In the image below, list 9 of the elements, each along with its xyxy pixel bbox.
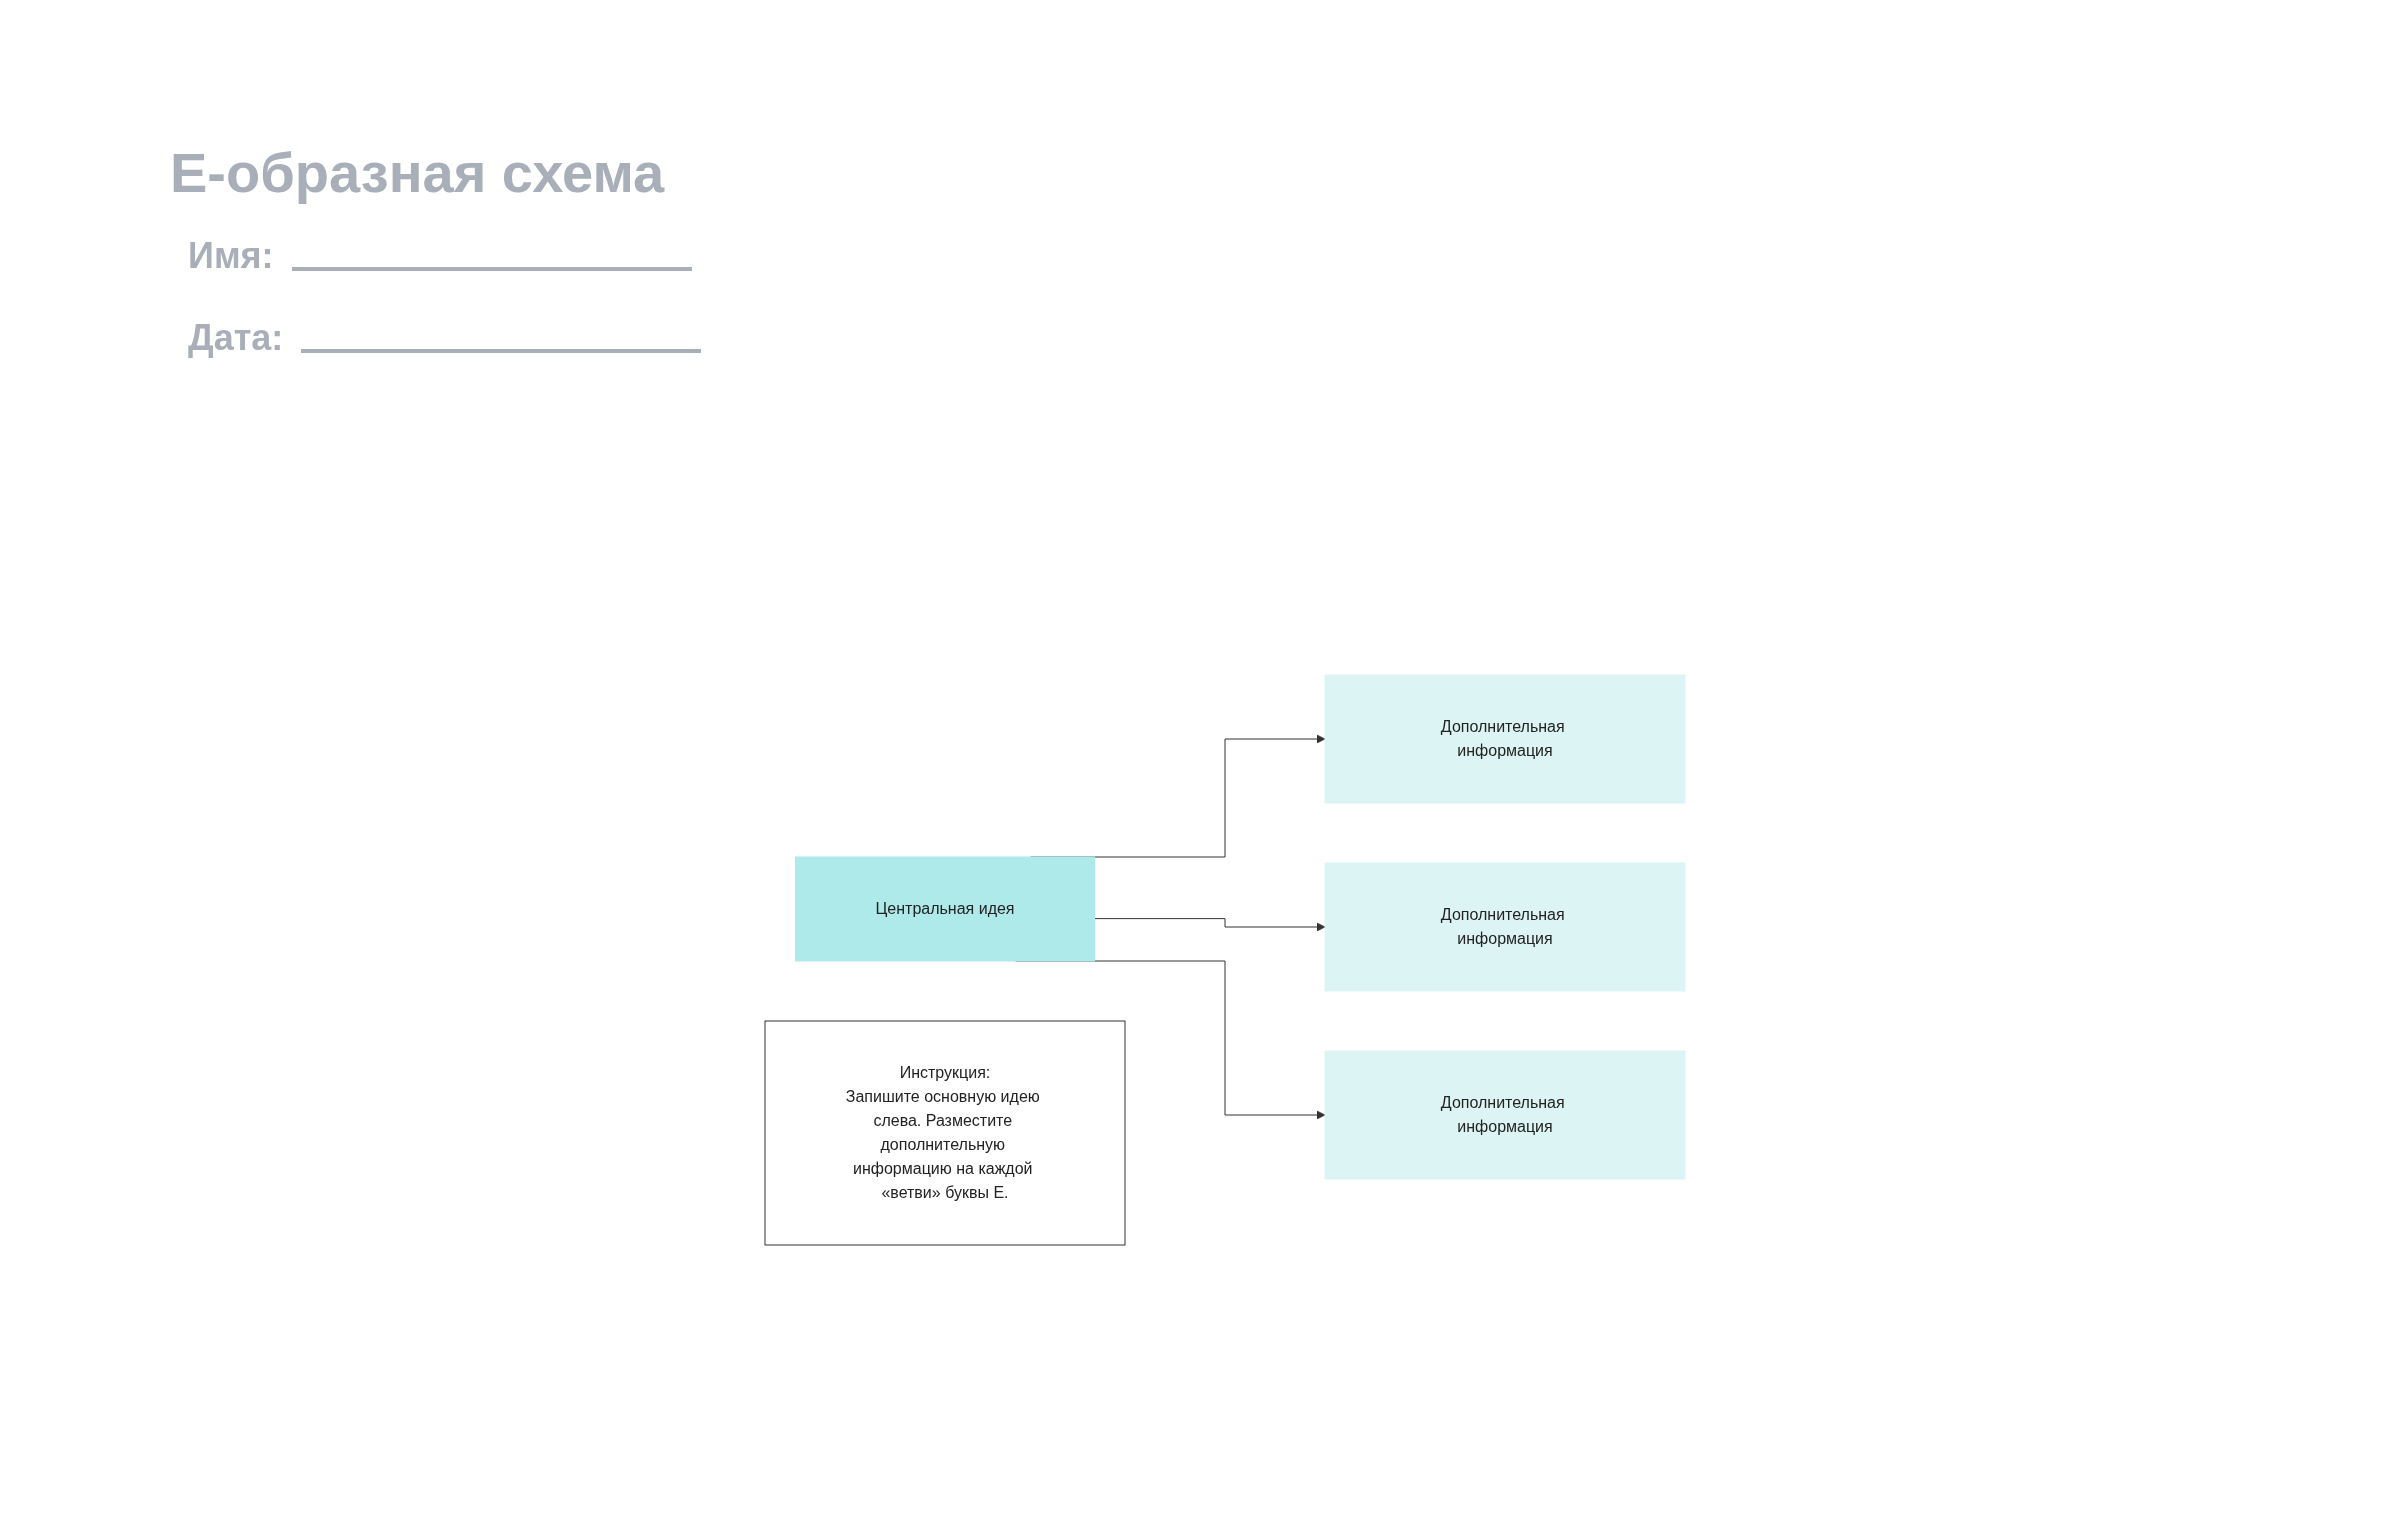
node-box: Центральная идея — [795, 856, 1095, 962]
field-label: Имя: — [188, 235, 274, 277]
field-label: Дата: — [188, 317, 284, 359]
node-box: Дополнительная информация — [1324, 862, 1686, 992]
arrow — [1094, 918, 1326, 932]
node-box: Дополнительная информация — [1324, 1050, 1686, 1180]
node-box: Инструкция: Запишите основную идею слева. Разместите дополнительную информацию на каждой «ветви» буквы Е. — [764, 1020, 1126, 1246]
node-box: Дополнительная информация — [1324, 674, 1686, 804]
title: Е-образная схема — [170, 140, 666, 205]
